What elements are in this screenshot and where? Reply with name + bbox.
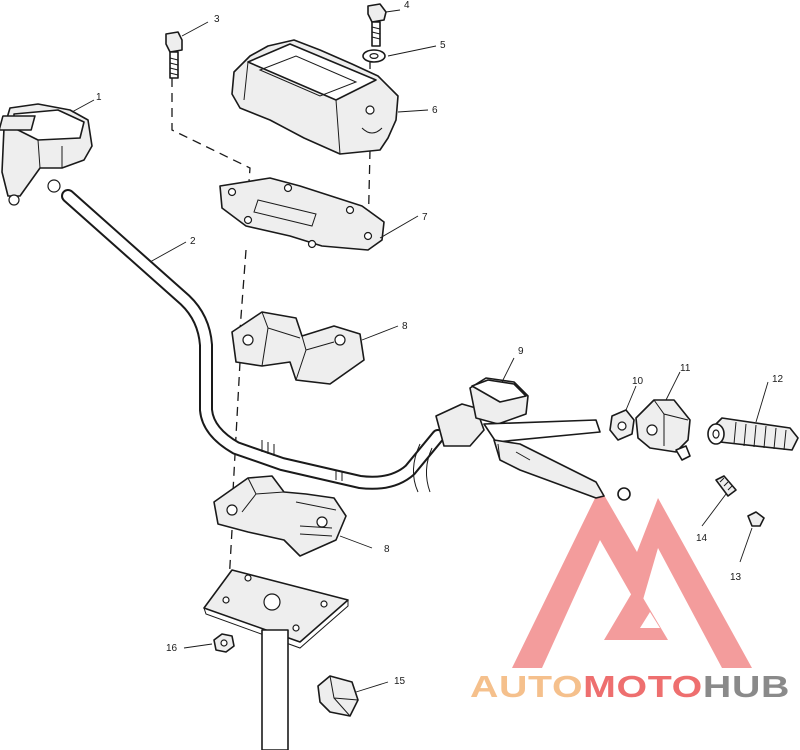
callout-3: 3: [214, 14, 220, 25]
callout-16: 16: [166, 643, 178, 654]
watermark-logo: [512, 488, 752, 668]
callout-7: 7: [422, 212, 428, 223]
part-8-lower-clamp: [213, 475, 347, 557]
callout-8-upper: 8: [402, 321, 408, 332]
callout-8-lower: 8: [384, 544, 390, 555]
base-plate-column: [203, 569, 349, 750]
callout-1: 1: [96, 92, 102, 103]
part-16-nut: [213, 633, 235, 653]
callout-4: 4: [404, 0, 410, 11]
watermark-hub: HUB: [703, 669, 790, 704]
assembly-centerline-left: [171, 78, 251, 601]
part-15-clip: [317, 675, 359, 717]
part-7-mounting-plate: [219, 177, 385, 251]
callout-6: 6: [432, 105, 438, 116]
callout-14: 14: [696, 533, 708, 544]
callout-15: 15: [394, 676, 406, 687]
part-2-handlebar: [61, 189, 445, 493]
part-10-collar: [609, 409, 635, 441]
part-4-bolt: [367, 3, 387, 47]
part-1-switch-housing: [0, 103, 93, 206]
part-11-throttle-housing: [635, 399, 691, 461]
watermark-inner-shape: [604, 586, 668, 640]
part-8-upper-clamp: [231, 311, 365, 385]
callout-2: 2: [190, 236, 196, 247]
callout-11: 11: [680, 363, 691, 374]
watermark-auto: AUTO: [470, 669, 583, 704]
watermark-triangle: [512, 488, 752, 668]
callout-12: 12: [772, 374, 784, 385]
leader-lines: [71, 9, 769, 693]
callout-5: 5: [440, 40, 446, 51]
watermark-moto: MOTO: [583, 669, 703, 704]
part-13-cap: [747, 511, 765, 527]
callout-10: 10: [632, 376, 644, 387]
callout-9: 9: [518, 346, 524, 357]
callout-13: 13: [730, 572, 742, 583]
part-3-bolt: [165, 31, 183, 79]
part-6-handlebar-cover: [231, 39, 399, 155]
part-12-grip: [707, 417, 799, 451]
part-5-washer: [362, 49, 386, 63]
part-9-master-cylinder-lever: [435, 377, 631, 501]
part-14-screw: [715, 475, 737, 497]
